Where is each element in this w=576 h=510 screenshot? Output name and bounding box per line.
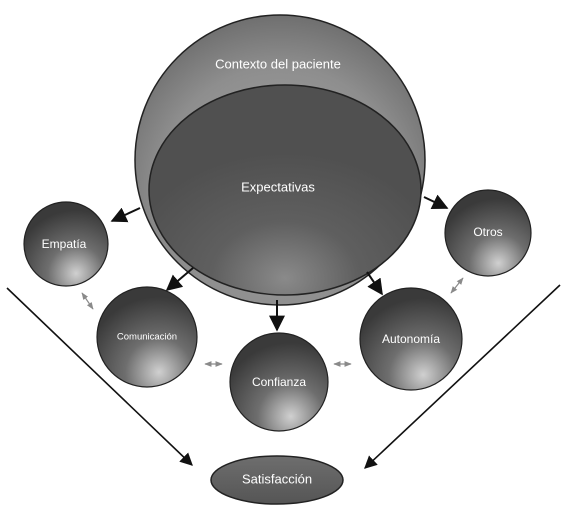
satisfaccion-label: Satisfacción	[242, 471, 312, 486]
arrow-to-comunicacion	[165, 267, 194, 292]
arrow-to-otros	[423, 194, 449, 210]
left-arrow-to-satisfaccion	[6, 287, 193, 466]
expectations-label: Expectativas	[241, 179, 315, 194]
autonomia-node: Autonomía	[359, 287, 463, 391]
confianza-label: Confianza	[252, 375, 306, 389]
expectations-sphere	[148, 84, 422, 296]
arrow-to-empatia	[110, 207, 141, 223]
connector-arrows	[81, 277, 464, 367]
autonomia-label: Autonomía	[382, 332, 440, 346]
right-arrow-to-satisfaccion	[364, 284, 561, 469]
empatia-node: Empatía	[23, 201, 109, 287]
expectation-arrows	[110, 194, 449, 332]
arrow-to-autonomia	[366, 271, 383, 296]
connector-empatia-comunicacion	[81, 292, 94, 310]
otros-label: Otros	[473, 225, 502, 239]
satisfaction-arrows	[6, 284, 561, 469]
comunicacion-label: Comunicación	[117, 332, 177, 343]
satisfaccion-node: Satisfacción	[210, 455, 344, 505]
empatia-label: Empatía	[42, 237, 87, 251]
confianza-node: Confianza	[229, 332, 329, 432]
connector-autonomia-otros	[450, 277, 464, 294]
comunicacion-node: Comunicación	[96, 286, 198, 388]
context-label: Contexto del paciente	[215, 56, 341, 71]
otros-node: Otros	[444, 189, 532, 277]
